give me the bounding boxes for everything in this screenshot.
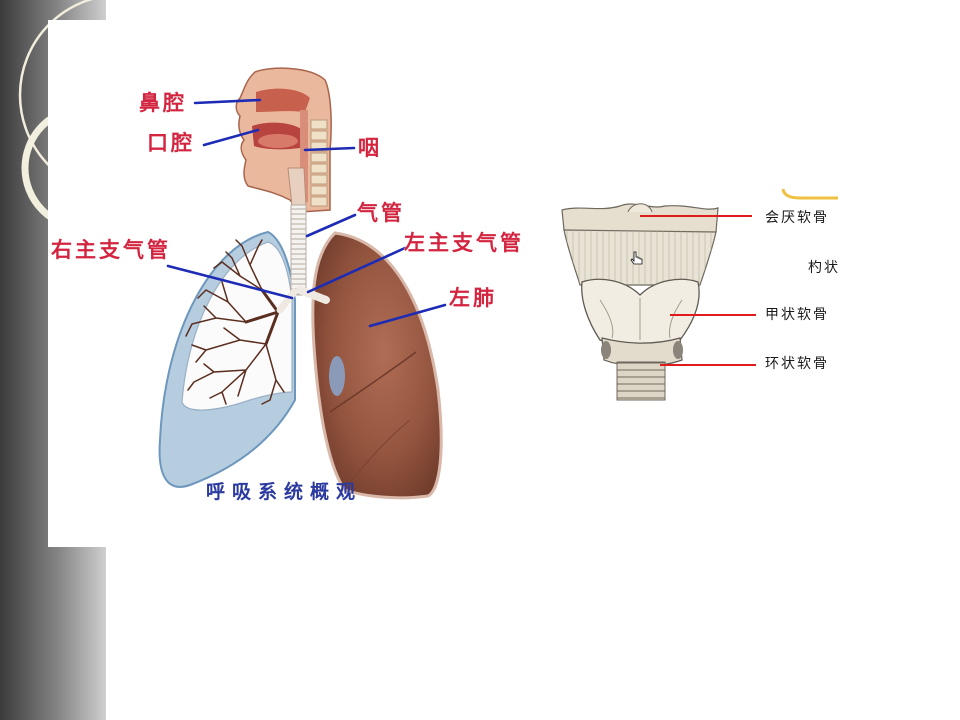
vertebra — [310, 119, 328, 130]
epiglottis-tip — [627, 203, 653, 213]
leader-line-trachea — [305, 213, 357, 238]
cricoid-shadow-right — [673, 341, 683, 359]
leader-line-pharynx — [303, 146, 356, 152]
left-lung-lower-lobe-edge — [344, 419, 411, 489]
left-lung — [311, 231, 443, 500]
left-lung-shape — [311, 231, 443, 500]
vertebra — [310, 196, 328, 207]
vertebra — [310, 174, 328, 185]
larynx-diagram — [561, 188, 838, 401]
tongue-shape — [258, 134, 298, 148]
left-lung-fissure — [329, 351, 417, 413]
yellow-highlight-mark — [781, 188, 838, 200]
thyroid-cartilage-shading — [599, 298, 683, 340]
nasal-cavity-shape — [256, 88, 310, 112]
vertebra — [310, 141, 328, 152]
right-bronchus-shape — [276, 288, 298, 314]
label-nasal-cavity: 鼻腔 — [139, 91, 187, 115]
trachea-tube — [290, 204, 307, 296]
left-bronchus-shape — [296, 286, 330, 304]
label-arytenoid-cartilage: 杓状 — [808, 260, 840, 276]
vertebra — [310, 130, 328, 141]
label-right-main-bronchus: 右主支气管 — [51, 238, 171, 262]
leader-line-oral-cavity — [202, 128, 260, 147]
cricoid-shadow-left — [601, 341, 611, 359]
cervical-vertebrae — [310, 119, 328, 207]
leader-line-right-main-bronchus — [166, 264, 294, 300]
hand-cursor-icon — [630, 251, 643, 265]
leader-line-left-lung — [368, 303, 447, 328]
label-pharynx: 咽 — [358, 136, 382, 160]
pharynx-shape — [300, 110, 308, 202]
label-trachea: 气管 — [357, 201, 405, 225]
diagram-caption: 呼吸系统概观 — [206, 481, 363, 503]
respiratory-diagram — [158, 67, 447, 500]
trachea — [276, 204, 330, 314]
label-left-lung: 左肺 — [449, 286, 497, 310]
label-cricoid-cartilage: 环状软骨 — [765, 356, 829, 372]
head-section — [235, 67, 332, 213]
label-epiglottic-cartilage: 会厌软骨 — [765, 210, 829, 226]
right-lung-inner — [181, 241, 293, 411]
cardiac-notch-shape — [329, 356, 345, 396]
thyrohyoid-hatching — [564, 230, 716, 285]
vertebra — [310, 163, 328, 174]
vertebra — [310, 185, 328, 196]
label-left-main-bronchus: 左主支气管 — [404, 231, 524, 255]
leader-line-left-main-bronchus — [306, 246, 407, 294]
decorative-circle-large — [18, 0, 106, 196]
label-thyroid-cartilage: 甲状软骨 — [765, 307, 829, 323]
right-lung — [158, 230, 296, 488]
label-oral-cavity: 口腔 — [147, 131, 195, 155]
vertebra — [310, 152, 328, 163]
tracheal-rings — [616, 361, 666, 401]
leader-line-nasal-cavity — [193, 98, 262, 105]
